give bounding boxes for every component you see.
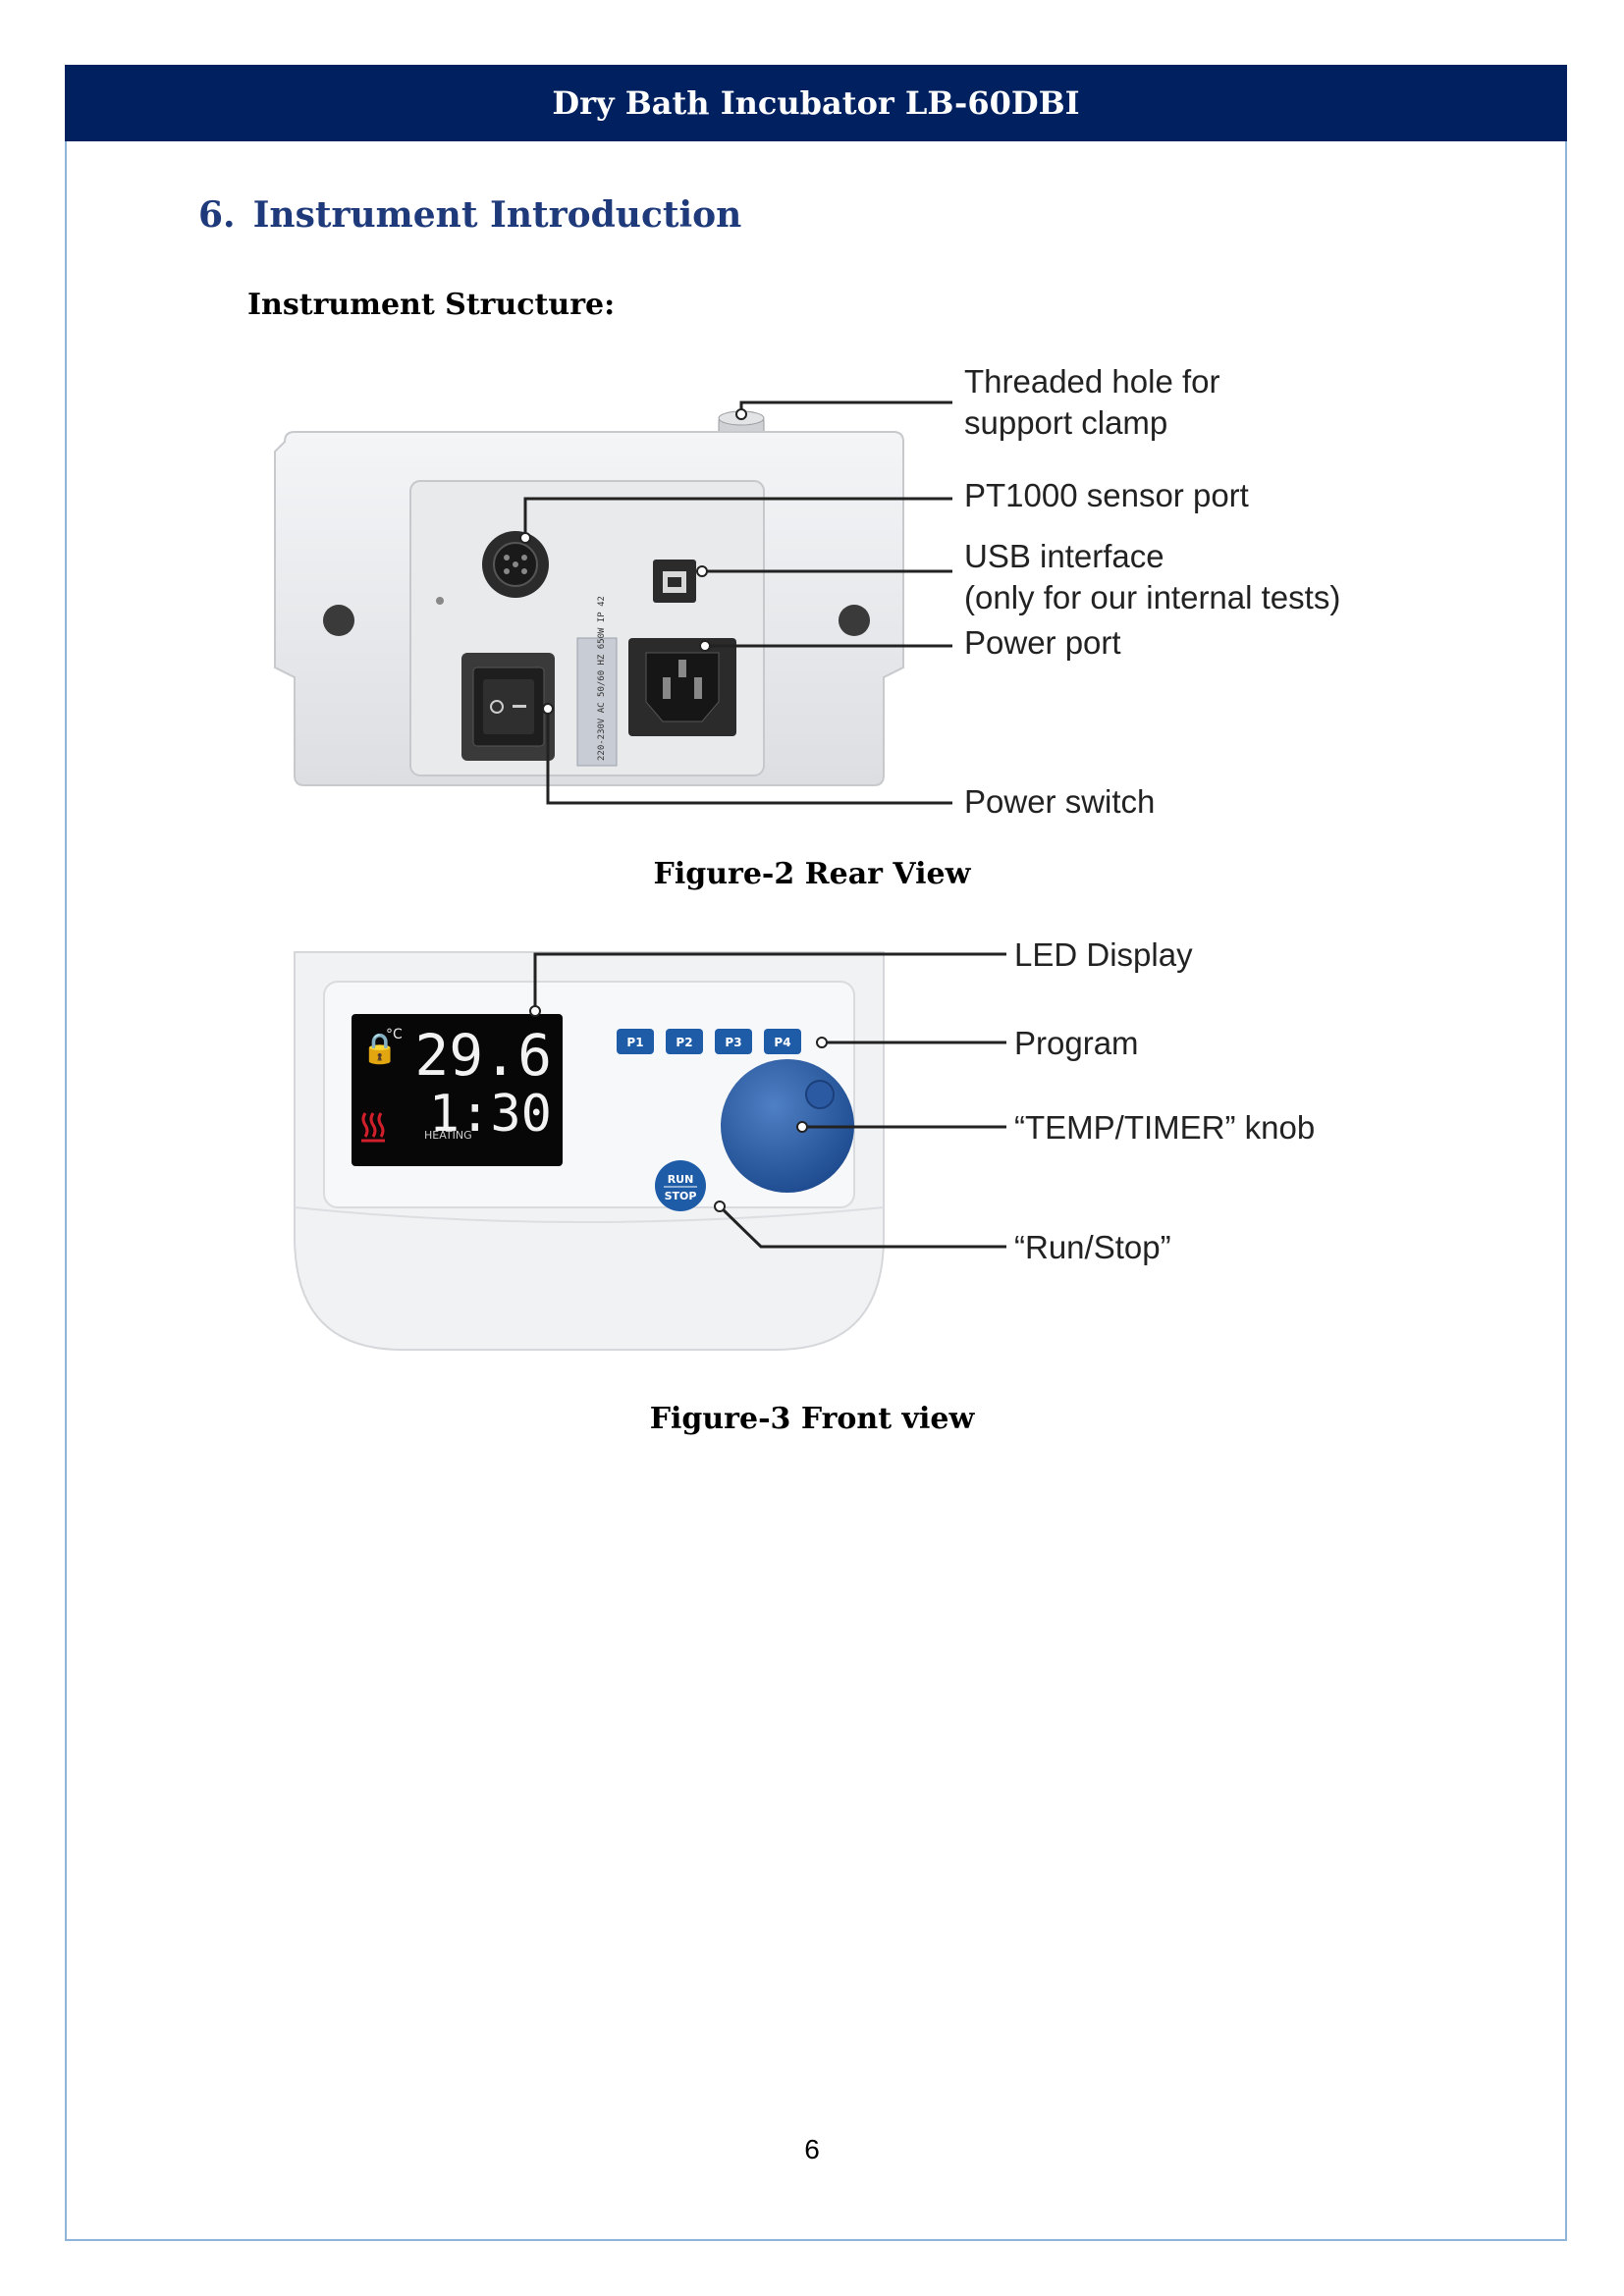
document-title: Dry Bath Incubator LB-60DBI [552, 84, 1080, 122]
led-display [352, 1014, 563, 1166]
voltage-label-text: 220-230V AC 50/60 HZ 650W IP 42 [597, 596, 607, 761]
section-title: Instrument Introduction [252, 194, 742, 236]
display-status: HEATING [424, 1129, 472, 1142]
program-button-p2[interactable] [666, 1029, 703, 1054]
page-number: 6 [804, 2134, 820, 2164]
program-button-label: P4 [774, 1036, 790, 1049]
mounting-hole-left [323, 605, 354, 636]
voltage-label [576, 637, 618, 767]
callout-knob: “TEMP/TIMER” knob [1014, 1109, 1315, 1146]
figure-3-caption: Figure-3 Front view [649, 1402, 975, 1436]
section-number: 6. [198, 194, 236, 236]
callout-threaded-hole-1: Threaded hole for [964, 363, 1220, 400]
callout-program: Program [1014, 1025, 1139, 1061]
run-stop-label-1: RUN [668, 1173, 694, 1186]
display-temperature: 29.6 [414, 1022, 552, 1089]
callout-usb-2: (only for our internal tests) [964, 579, 1340, 615]
run-stop-button[interactable] [655, 1160, 706, 1211]
figure-2-caption: Figure-2 Rear View [653, 857, 971, 891]
display-unit: °C [386, 1027, 403, 1042]
header-bar: Dry Bath Incubator LB-60DBI [65, 65, 1567, 141]
program-button-label: P3 [725, 1036, 741, 1049]
subheading: Instrument Structure: [247, 288, 616, 322]
lock-icon: 🔒 [361, 1032, 398, 1066]
mounting-hole-right [839, 605, 870, 636]
callout-led-display: LED Display [1014, 936, 1193, 973]
callout-power-switch: Power switch [964, 783, 1155, 820]
callout-threaded-hole-2: support clamp [964, 404, 1167, 441]
callout-usb-1: USB interface [964, 538, 1164, 574]
rear-view-figure: 220-230V AC 50/60 HZ 650W IP 42 Threaded… [274, 363, 1340, 820]
section-heading: 6. Instrument Introduction [198, 194, 741, 236]
program-button-p4[interactable] [764, 1029, 801, 1054]
run-stop-label-2: STOP [665, 1190, 697, 1202]
program-button-label: P2 [676, 1036, 692, 1049]
program-button-p3[interactable] [715, 1029, 752, 1054]
program-button-label: P1 [626, 1036, 643, 1049]
display-timer: 1:30 [429, 1085, 552, 1144]
callout-pt1000: PT1000 sensor port [964, 477, 1249, 513]
program-button-p1[interactable] [617, 1029, 654, 1054]
callout-power-port: Power port [964, 624, 1121, 661]
heating-icon [361, 1112, 385, 1143]
front-view-figure: 🔒 °C 29.6 1:30 HEATING P1 P2 P3 P4 RUN STOP… [294, 936, 1315, 1351]
callout-run-stop: “Run/Stop” [1014, 1229, 1171, 1265]
